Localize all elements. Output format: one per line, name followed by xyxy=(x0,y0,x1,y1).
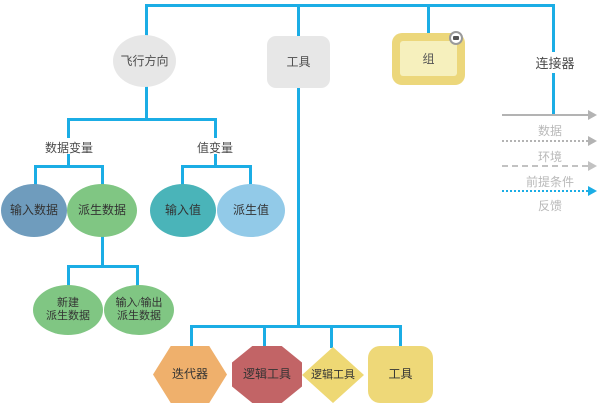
legend-line-environment xyxy=(502,140,588,142)
input-data-node[interactable]: 输入数据 xyxy=(1,184,67,237)
edge-drop-iterator xyxy=(190,325,193,347)
input-data-label: 输入数据 xyxy=(9,203,58,217)
logic-tool-diamond-label: 逻辑工具 xyxy=(311,368,355,381)
edge-drop-tools xyxy=(297,4,300,38)
edge-drop-logic-octagon xyxy=(263,325,266,347)
flight-direction-node[interactable]: 飞行方向 xyxy=(113,35,176,87)
edge-drop-logic-diamond xyxy=(330,325,333,348)
legend-label-environment: 环境 xyxy=(537,150,562,164)
group-label: 组 xyxy=(422,51,435,66)
edge-drop-flight-direction xyxy=(145,4,148,37)
logic-tool-octagon-label: 逻辑工具 xyxy=(242,367,291,381)
legend-line-data xyxy=(502,114,588,116)
legend-label-data: 数据 xyxy=(537,124,562,138)
data-variables-node[interactable]: 数据变量 xyxy=(41,139,97,156)
edge-drop-input-value xyxy=(181,165,184,185)
derived-value-node[interactable]: 派生值 xyxy=(217,184,285,237)
flight-direction-label: 飞行方向 xyxy=(120,53,169,68)
edge-drop-new-derived xyxy=(67,265,70,287)
legend-arrow-precondition xyxy=(588,161,597,171)
edge-drop-group xyxy=(427,4,430,34)
tool-square-node[interactable]: 工具 xyxy=(368,346,433,403)
edge-top-horizontal xyxy=(145,4,555,7)
edge-drop-derived-value xyxy=(249,165,252,185)
edge-flight-to-variables xyxy=(145,86,148,120)
derived-data-label: 派生数据 xyxy=(77,203,126,217)
legend-label-precondition: 前提条件 xyxy=(525,175,574,189)
tools-node[interactable]: 工具 xyxy=(267,36,330,88)
iterator-label: 迭代器 xyxy=(171,367,208,381)
collapse-icon xyxy=(453,36,459,40)
edge-datavar-down xyxy=(67,154,70,167)
value-variables-node[interactable]: 值变量 xyxy=(187,139,243,156)
io-derived-data-label: 输入/输出 派生数据 xyxy=(115,297,163,322)
tools-label: 工具 xyxy=(286,54,311,69)
legend-arrow-environment xyxy=(588,136,597,146)
edge-datavar-horizontal xyxy=(34,165,104,168)
edge-valuevar-horizontal xyxy=(181,165,252,168)
legend-label-feedback: 反馈 xyxy=(537,199,562,213)
edge-derived-horizontal xyxy=(67,265,139,268)
group-node-body xyxy=(400,41,457,76)
edge-drop-tool-square xyxy=(399,325,402,347)
edge-tools-horizontal xyxy=(190,325,402,328)
logic-tool-octagon-node[interactable]: 逻辑工具 xyxy=(232,346,302,403)
data-variables-label: 数据变量 xyxy=(44,141,93,155)
legend-line-precondition xyxy=(502,165,588,167)
legend-arrow-data xyxy=(588,110,597,120)
derived-data-node[interactable]: 派生数据 xyxy=(67,184,137,237)
edge-drop-io-derived xyxy=(136,265,139,287)
edge-drop-input-data xyxy=(34,165,37,185)
legend-arrow-feedback xyxy=(588,186,597,196)
iterator-node[interactable]: 迭代器 xyxy=(153,346,227,403)
logic-tool-diamond-node[interactable]: 逻辑工具 xyxy=(302,347,364,403)
edge-drop-value-variables xyxy=(214,118,217,138)
edge-valuevar-down xyxy=(214,154,217,167)
derived-value-label: 派生值 xyxy=(232,203,269,217)
new-derived-data-node[interactable]: 新建 派生数据 xyxy=(33,285,103,335)
edge-drop-data-variables xyxy=(67,118,70,138)
io-derived-data-node[interactable]: 输入/输出 派生数据 xyxy=(104,285,174,335)
connector-node[interactable]: 连接器 xyxy=(529,52,581,73)
legend-line-feedback xyxy=(502,190,588,192)
group-collapse-badge[interactable] xyxy=(449,31,463,45)
edge-tools-trunk xyxy=(297,86,300,327)
edge-derived-data-down xyxy=(101,236,104,267)
edge-variables-horizontal xyxy=(67,118,217,121)
input-value-node[interactable]: 输入值 xyxy=(150,184,216,237)
connector-label: 连接器 xyxy=(535,56,575,71)
tool-square-label: 工具 xyxy=(388,367,413,381)
input-value-label: 输入值 xyxy=(164,203,201,217)
edge-drop-derived-data xyxy=(101,165,104,185)
new-derived-data-label: 新建 派生数据 xyxy=(46,297,90,322)
value-variables-label: 值变量 xyxy=(196,141,233,155)
